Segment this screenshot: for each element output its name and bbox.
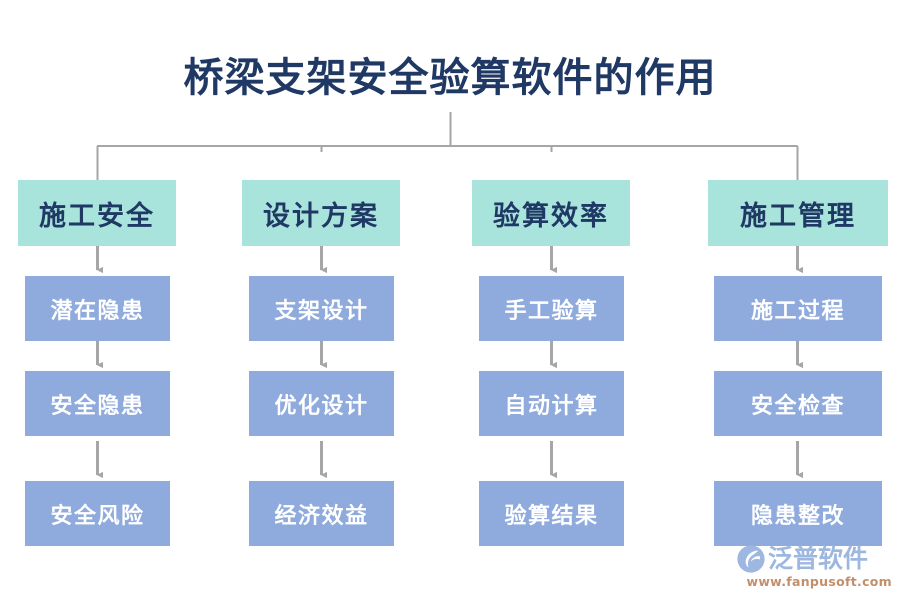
fanpu-logo: 泛普软件 www.fanpusoft.com	[736, 544, 892, 590]
head-box-col-1[interactable]: 施工安全	[18, 180, 176, 246]
step-box-col-3-row-1[interactable]: 手工验算	[479, 276, 624, 341]
fanpu-swoosh-icon	[737, 545, 765, 573]
step-box-col-4-row-2[interactable]: 安全检查	[714, 371, 882, 436]
step-box-col-2-row-3[interactable]: 经济效益	[249, 481, 394, 546]
step-box-col-2-row-1[interactable]: 支架设计	[249, 276, 394, 341]
step-box-col-1-row-3[interactable]: 安全风险	[25, 481, 170, 546]
head-box-col-4[interactable]: 施工管理	[708, 180, 888, 246]
head-box-col-2[interactable]: 设计方案	[242, 180, 400, 246]
head-box-col-3[interactable]: 验算效率	[472, 180, 630, 246]
step-box-col-1-row-1[interactable]: 潜在隐患	[25, 276, 170, 341]
logo-url-text: www.fanpusoft.com	[746, 574, 892, 589]
step-box-col-3-row-3[interactable]: 验算结果	[479, 481, 624, 546]
logo-brand-text: 泛普软件	[768, 544, 869, 573]
step-box-col-2-row-2[interactable]: 优化设计	[249, 371, 394, 436]
step-box-col-1-row-2[interactable]: 安全隐患	[25, 371, 170, 436]
page-title: 桥梁支架安全验算软件的作用	[183, 54, 717, 101]
step-box-col-4-row-3[interactable]: 隐患整改	[714, 481, 882, 546]
step-box-col-3-row-2[interactable]: 自动计算	[479, 371, 624, 436]
step-box-col-4-row-1[interactable]: 施工过程	[714, 276, 882, 341]
